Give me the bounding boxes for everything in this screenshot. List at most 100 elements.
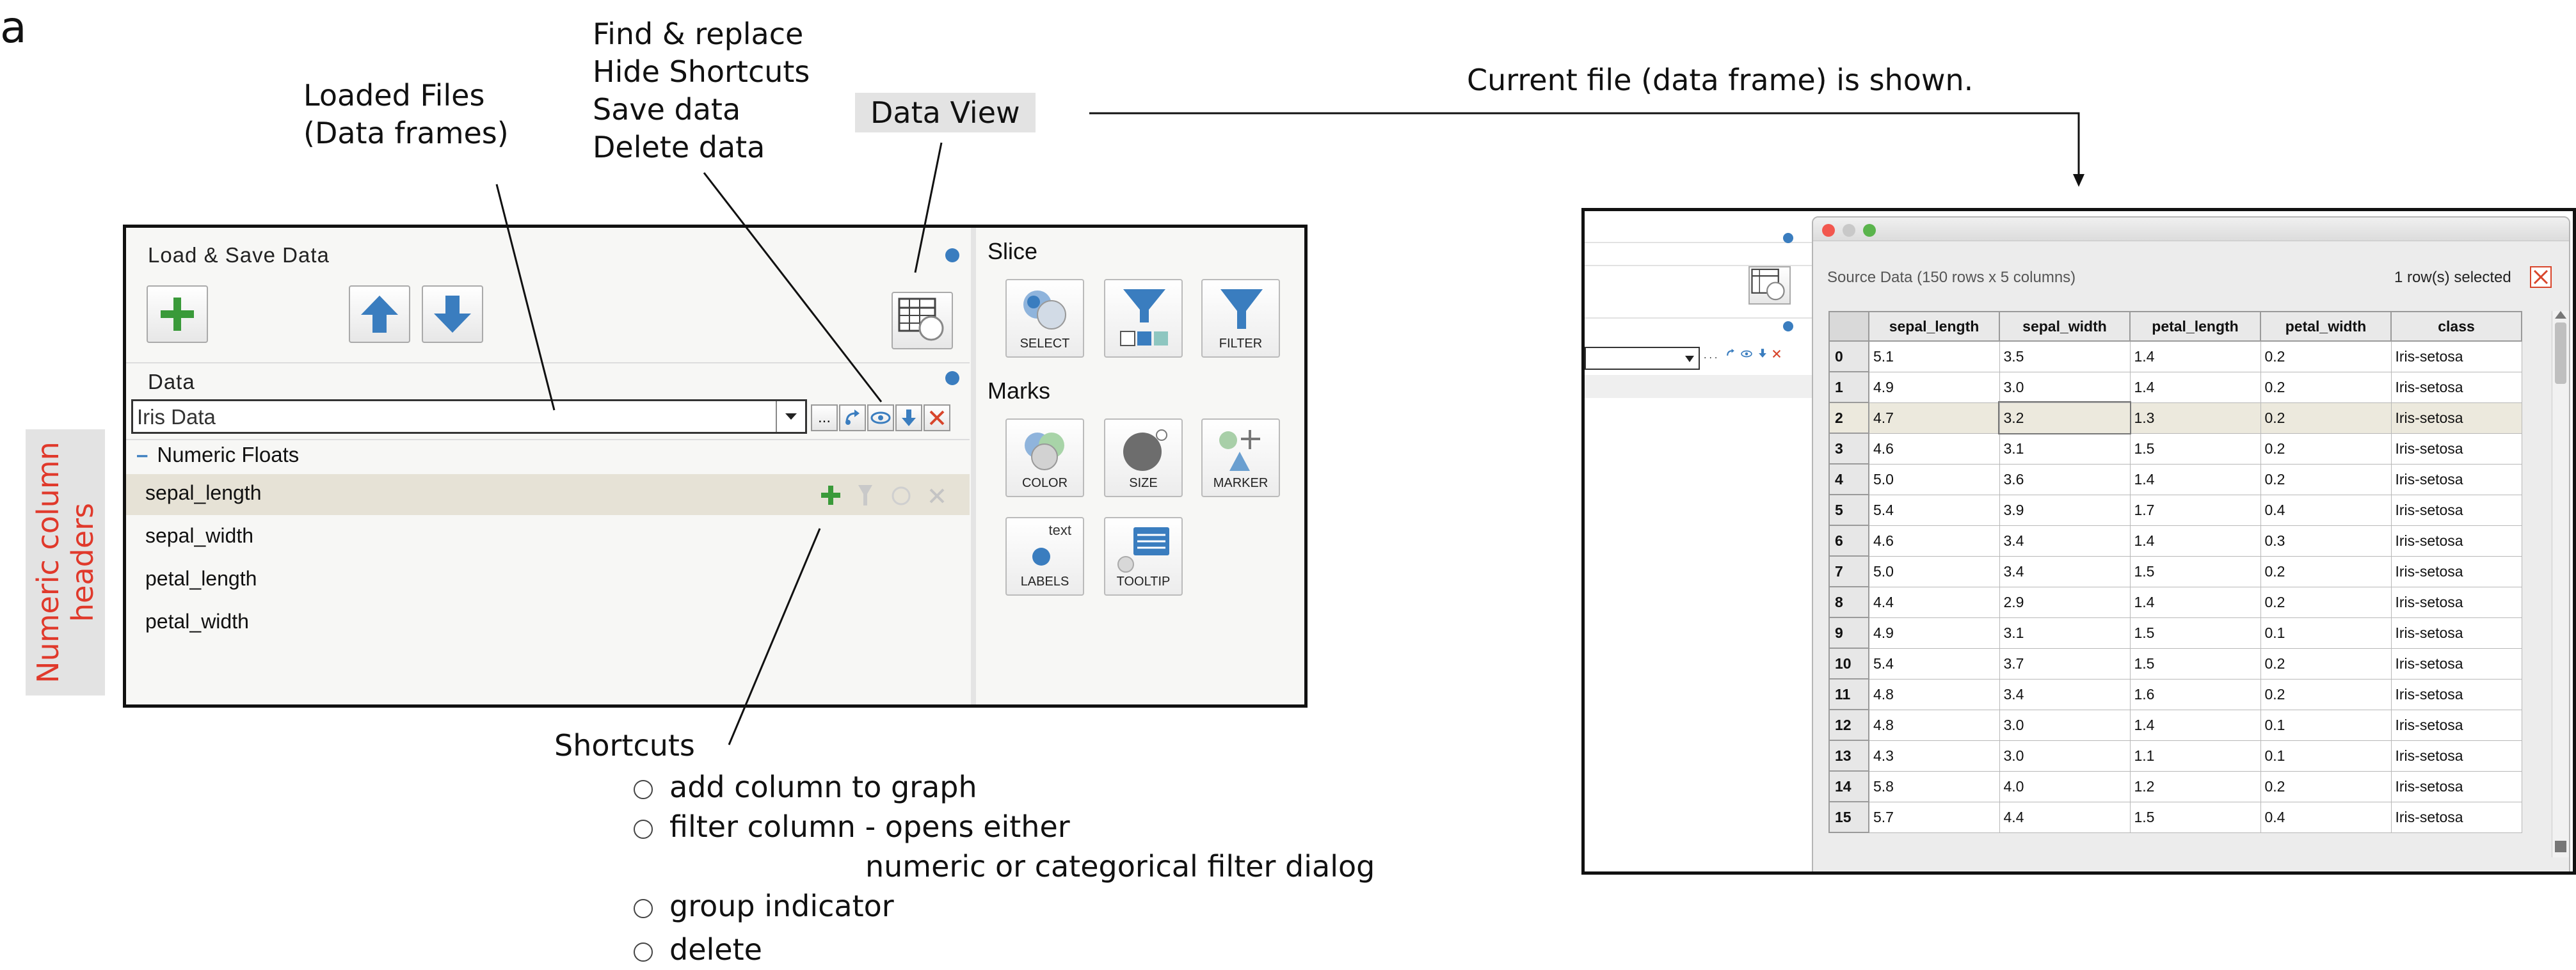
table-cell[interactable]: 4.9: [1868, 371, 2000, 403]
table-cell[interactable]: 1.4: [2129, 340, 2261, 372]
row-number-cell[interactable]: 11: [1828, 678, 1869, 710]
row-number-cell[interactable]: 6: [1828, 525, 1869, 557]
table-cell[interactable]: Iris-setosa: [2390, 678, 2522, 710]
table-cell[interactable]: 0.1: [2260, 740, 2392, 772]
table-cell[interactable]: 5.1: [1868, 340, 2000, 372]
table-cell[interactable]: 3.6: [1999, 463, 2131, 495]
column-item-petal-length[interactable]: petal_length: [145, 567, 257, 590]
row-number-cell[interactable]: 4: [1828, 463, 1869, 495]
table-cell[interactable]: 3.0: [1999, 740, 2131, 772]
more-options-button[interactable]: ...: [1704, 350, 1720, 361]
filter-column-icon[interactable]: [857, 484, 874, 507]
table-cell[interactable]: 1.1: [2129, 740, 2261, 772]
row-number-cell[interactable]: 3: [1828, 433, 1869, 465]
find-replace-button[interactable]: [839, 404, 866, 431]
dataset-select[interactable]: Iris Data: [131, 399, 807, 434]
table-cell[interactable]: 0.2: [2260, 463, 2392, 495]
zoom-window-button[interactable]: [1863, 224, 1876, 237]
move-up-button[interactable]: [349, 285, 410, 343]
table-cell[interactable]: Iris-setosa: [2390, 740, 2522, 772]
table-cell[interactable]: 0.1: [2260, 709, 2392, 741]
save-data-button[interactable]: [895, 404, 922, 431]
dataset-select[interactable]: [1585, 347, 1700, 370]
table-cell[interactable]: 3.4: [1999, 525, 2131, 557]
vertical-scrollbar[interactable]: [2552, 311, 2569, 857]
table-cell[interactable]: 1.5: [2129, 801, 2261, 833]
scroll-down-icon[interactable]: [2555, 841, 2566, 852]
table-cell[interactable]: 4.8: [1868, 709, 2000, 741]
data-view-button[interactable]: [1748, 266, 1791, 305]
table-cell[interactable]: 5.0: [1868, 463, 2000, 495]
row-number-cell[interactable]: 14: [1828, 770, 1869, 802]
row-number-cell[interactable]: 13: [1828, 740, 1869, 772]
table-cell[interactable]: 1.4: [2129, 371, 2261, 403]
table-cell[interactable]: 0.2: [2260, 433, 2392, 465]
table-cell[interactable]: 4.9: [1868, 617, 2000, 649]
row-number-cell[interactable]: 7: [1828, 555, 1869, 587]
more-options-button[interactable]: ...: [811, 404, 838, 431]
column-item-petal-width[interactable]: petal_width: [145, 610, 249, 633]
add-data-button[interactable]: [147, 285, 208, 343]
corner-cell[interactable]: [1828, 311, 1869, 342]
table-cell[interactable]: 5.4: [1868, 494, 2000, 526]
group-indicator-icon[interactable]: [890, 485, 912, 507]
row-number-cell[interactable]: 10: [1828, 648, 1869, 680]
minimize-window-button[interactable]: [1843, 224, 1855, 237]
table-cell[interactable]: 3.7: [1999, 648, 2131, 680]
table-cell[interactable]: Iris-setosa: [2390, 340, 2522, 372]
table-cell[interactable]: Iris-setosa: [2390, 402, 2522, 434]
table-cell[interactable]: 1.6: [2129, 678, 2261, 710]
table-cell[interactable]: 0.2: [2260, 555, 2392, 587]
table-cell[interactable]: 4.0: [1999, 770, 2131, 802]
table-cell[interactable]: 4.6: [1868, 525, 2000, 557]
table-cell[interactable]: 3.1: [1999, 433, 2131, 465]
table-cell[interactable]: 1.5: [2129, 555, 2261, 587]
table-cell[interactable]: 0.3: [2260, 525, 2392, 557]
row-number-cell[interactable]: 0: [1828, 340, 1869, 372]
table-cell[interactable]: 3.9: [1999, 494, 2131, 526]
table-cell[interactable]: 5.4: [1868, 648, 2000, 680]
close-icon[interactable]: [1772, 349, 1781, 358]
table-cell[interactable]: 0.2: [2260, 340, 2392, 372]
table-cell[interactable]: Iris-setosa: [2390, 770, 2522, 802]
table-cell[interactable]: 3.5: [1999, 340, 2131, 372]
table-cell[interactable]: 3.0: [1999, 371, 2131, 403]
table-cell[interactable]: Iris-setosa: [2390, 617, 2522, 649]
table-cell[interactable]: 5.8: [1868, 770, 2000, 802]
select-tool-button[interactable]: SELECT: [1005, 279, 1084, 358]
close-window-button[interactable]: [1822, 224, 1835, 237]
row-number-cell[interactable]: 5: [1828, 494, 1869, 526]
color-tool-button[interactable]: COLOR: [1005, 418, 1084, 497]
save-arrow-icon[interactable]: [1758, 348, 1767, 358]
table-cell[interactable]: Iris-setosa: [2390, 494, 2522, 526]
scroll-up-icon[interactable]: [2555, 311, 2566, 319]
table-cell[interactable]: 4.6: [1868, 433, 2000, 465]
panel-splitter[interactable]: [971, 228, 976, 704]
column-header[interactable]: petal_length: [2129, 311, 2261, 342]
table-cell[interactable]: 1.2: [2129, 770, 2261, 802]
table-cell[interactable]: 1.4: [2129, 525, 2261, 557]
table-cell[interactable]: 4.8: [1868, 678, 2000, 710]
chevron-down-icon[interactable]: [776, 401, 805, 432]
data-view-button[interactable]: [892, 292, 953, 349]
clear-selection-button[interactable]: [2530, 266, 2552, 288]
add-to-graph-icon[interactable]: [820, 484, 842, 506]
filter-tool-button[interactable]: FILTER: [1201, 279, 1280, 358]
table-cell[interactable]: 1.4: [2129, 709, 2261, 741]
table-cell[interactable]: 3.0: [1999, 709, 2131, 741]
table-cell[interactable]: Iris-setosa: [2390, 586, 2522, 618]
table-cell[interactable]: 0.2: [2260, 770, 2392, 802]
eye-icon[interactable]: [1741, 349, 1752, 358]
hide-shortcuts-button[interactable]: [867, 404, 894, 431]
delete-column-icon[interactable]: [929, 488, 945, 504]
